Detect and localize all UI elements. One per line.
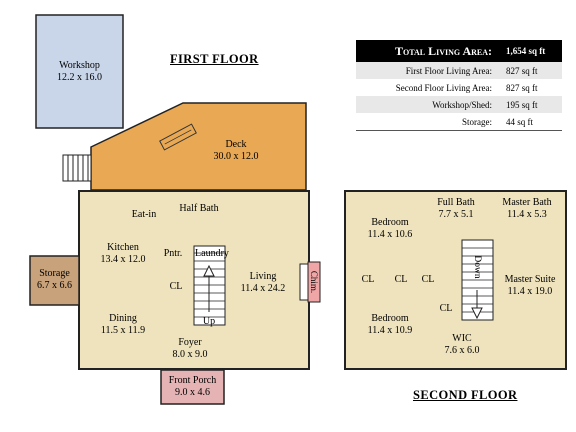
area-row-value: 44 sq ft: [498, 113, 562, 131]
area-row-value: 827 sq ft: [498, 79, 562, 96]
room-label-foyer: Foyer 8.0 x 9.0: [162, 337, 218, 361]
deck-steps-icon: [62, 154, 92, 182]
area-row-value: 827 sq ft: [498, 62, 562, 79]
room-name: Full Bath: [437, 197, 475, 208]
room-dims: 13.4 x 12.0: [100, 254, 146, 265]
room-dims: 11.4 x 5.3: [507, 209, 547, 220]
room-name: Bedroom: [371, 313, 409, 324]
front-porch-shape: [160, 369, 225, 405]
room-dims: 8.0 x 9.0: [172, 349, 208, 360]
room-dims: 11.5 x 11.9: [100, 325, 146, 336]
room-label-storage: Storage 6.7 x 6.6: [30, 268, 79, 292]
stairs-down-label: Down: [472, 255, 482, 279]
area-row-label: Storage:: [356, 113, 498, 131]
room-name: Master Bath: [502, 197, 552, 208]
room-label-master-suite: Master Suite 11.4 x 19.0: [494, 274, 566, 298]
room-dims: 12.2 x 16.0: [57, 72, 102, 83]
room-label-front-porch: Front Porch 9.0 x 4.6: [161, 375, 224, 399]
room-name: Foyer: [178, 337, 202, 348]
second-floor-stairs-icon: [461, 239, 494, 321]
total-area-row: Total Living Area: 1,654 sq ft: [356, 40, 562, 62]
room-name: Bedroom: [371, 217, 409, 228]
room-label-deck: Deck 30.0 x 12.0: [196, 139, 276, 163]
room-name: Deck: [225, 139, 247, 150]
deck-door-icon: [159, 123, 197, 151]
closet-label: CL: [439, 303, 453, 314]
total-area-label: Total Living Area:: [356, 40, 498, 62]
first-floor-stairs-icon: [193, 245, 226, 326]
closet-label: CL: [421, 274, 435, 285]
room-dims: 9.0 x 4.6: [175, 387, 210, 398]
second-floor-outline: [344, 190, 567, 370]
area-row: Second Floor Living Area: 827 sq ft: [356, 79, 562, 96]
room-label-living: Living 11.4 x 24.2: [234, 271, 292, 295]
fireplace-icon: [299, 263, 309, 301]
closet-label: CL: [361, 274, 375, 285]
room-name: WIC: [452, 333, 472, 344]
area-row-value: 195 sq ft: [498, 96, 562, 113]
room-name: Kitchen: [107, 242, 139, 253]
room-label-half-bath: Half Bath: [179, 203, 219, 214]
workshop-shape: [35, 14, 124, 129]
room-name: Workshop: [59, 60, 100, 71]
room-dims: 11.4 x 10.6: [367, 229, 413, 240]
closet-label: CL: [169, 281, 183, 292]
first-floor-heading: FIRST FLOOR: [170, 52, 259, 66]
area-row-label: Second Floor Living Area:: [356, 79, 498, 96]
room-label-workshop: Workshop 12.2 x 16.0: [36, 60, 123, 84]
area-row-label: Workshop/Shed:: [356, 96, 498, 113]
area-row-label: First Floor Living Area:: [356, 62, 498, 79]
closet-label: CL: [394, 274, 408, 285]
room-label-kitchen: Kitchen 13.4 x 12.0: [92, 242, 154, 266]
area-row: Workshop/Shed: 195 sq ft: [356, 96, 562, 113]
room-name: Front Porch: [168, 375, 217, 386]
room-name: Dining: [109, 313, 137, 324]
room-dims: 30.0 x 12.0: [213, 151, 259, 162]
room-label-dining: Dining 11.5 x 11.9: [92, 313, 154, 337]
living-area-table: Total Living Area: 1,654 sq ft First Flo…: [356, 40, 562, 131]
room-dims: 7.6 x 6.0: [444, 345, 480, 356]
second-floor-heading: SECOND FLOOR: [413, 388, 518, 402]
deck-shape: [90, 102, 307, 191]
area-row: First Floor Living Area: 827 sq ft: [356, 62, 562, 79]
room-dims: 6.7 x 6.6: [37, 280, 72, 291]
room-label-wic: WIC 7.6 x 6.0: [434, 333, 490, 357]
area-row: Storage: 44 sq ft: [356, 113, 562, 131]
room-label-bedroom-2: Bedroom 11.4 x 10.9: [356, 313, 424, 337]
room-label-eat-in: Eat-in: [131, 209, 157, 220]
room-name: Storage: [39, 268, 70, 279]
room-label-laundry: Laundry: [195, 248, 229, 259]
room-label-bedroom-1: Bedroom 11.4 x 10.6: [356, 217, 424, 241]
room-label-chimney: Chim.: [309, 270, 319, 294]
room-name: Living: [249, 271, 277, 282]
storage-shape: [29, 255, 80, 306]
room-dims: 7.7 x 5.1: [438, 209, 474, 220]
room-dims: 11.4 x 24.2: [240, 283, 286, 294]
stairs-up-label: Up: [202, 316, 216, 327]
room-label-pantry: Pntr.: [163, 248, 183, 259]
room-label-master-bath: Master Bath 11.4 x 5.3: [494, 197, 560, 221]
room-dims: 11.4 x 19.0: [507, 286, 553, 297]
total-area-value: 1,654 sq ft: [498, 40, 562, 62]
room-label-full-bath: Full Bath 7.7 x 5.1: [424, 197, 488, 221]
room-dims: 11.4 x 10.9: [367, 325, 413, 336]
room-name: Master Suite: [504, 274, 556, 285]
